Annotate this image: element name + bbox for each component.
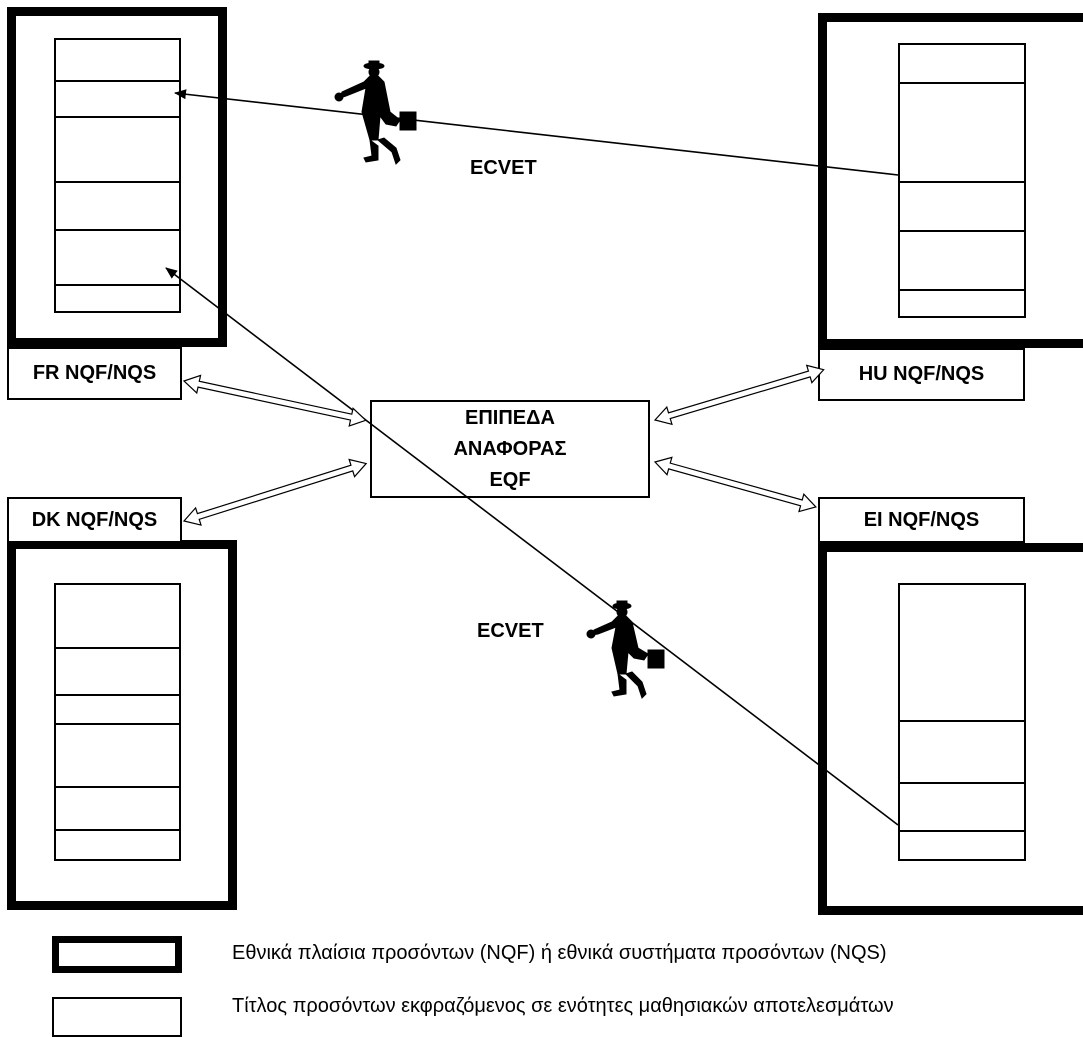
qualification-stack-ei: [898, 583, 1026, 861]
traveller-icon-bottom: [586, 600, 665, 699]
framework-label-hu: HU NQF/NQS: [818, 348, 1025, 401]
double-arrow-ei-eqf: [653, 456, 817, 513]
double-arrow-dk-eqf: [182, 458, 368, 526]
ecvet-transfer-line-hu-to-fr: [174, 89, 899, 176]
framework-label-fr: FR NQF/NQS: [7, 347, 182, 400]
eqf-line-3: EQF: [489, 468, 531, 491]
qualification-stack-dk: [54, 583, 181, 861]
ecvet-label-bottom: ECVET: [477, 620, 544, 642]
eqf-line-2: ΑΝΑΦΟΡΑΣ: [453, 437, 567, 460]
legend-swatch-framework: [52, 936, 182, 973]
double-arrow-hu-eqf: [653, 364, 825, 426]
legend-text-framework: Εθνικά πλαίσια προσόντων (NQF) ή εθνικά …: [232, 942, 887, 964]
eqf-line-1: ΕΠΙΠΕΔΑ: [465, 406, 555, 429]
ecvet-transfer-line-ei-to-fr: [165, 267, 899, 826]
framework-label-ei: EI NQF/NQS: [818, 497, 1025, 543]
qualification-stack-hu: [898, 43, 1026, 318]
framework-label-dk: DK NQF/NQS: [7, 497, 182, 543]
traveller-icon-top: [334, 60, 417, 165]
qualification-stack-fr: [54, 38, 181, 313]
legend-text-qualification: Τίτλος προσόντων εκφραζόμενος σε ενότητε…: [232, 995, 894, 1017]
eqf-reference-levels-box: ΕΠΙΠΕΔΑ ΑΝΑΦΟΡΑΣ EQF: [370, 400, 650, 498]
legend-swatch-qualification: [52, 997, 182, 1037]
ecvet-label-top: ECVET: [470, 157, 537, 179]
double-arrow-fr-eqf: [182, 374, 367, 427]
